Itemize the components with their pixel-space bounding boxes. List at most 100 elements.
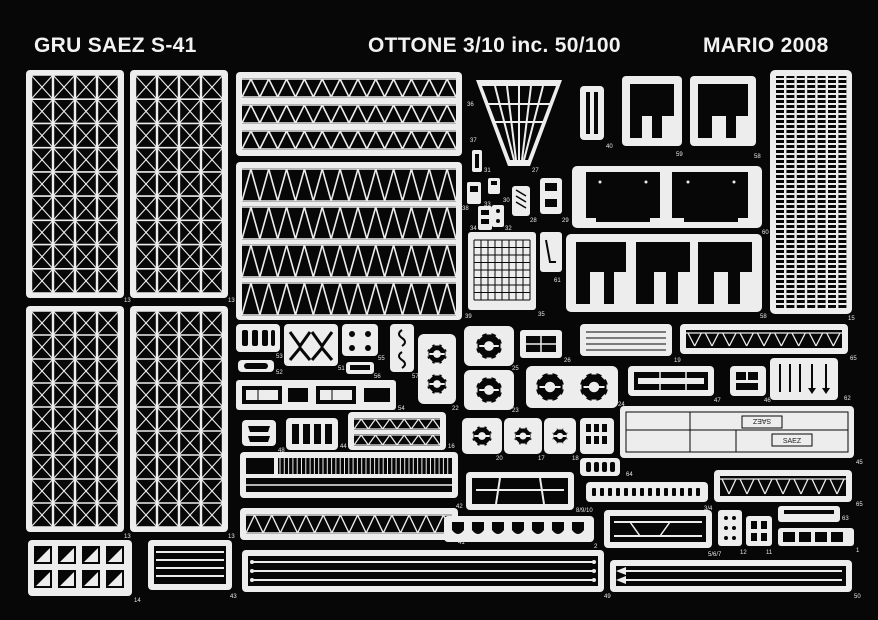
label-43: 43 (230, 594, 237, 600)
title-author: MARIO 2008 (703, 34, 829, 57)
small-gears-17-18-20 (462, 418, 576, 454)
parts-48-44-16 (242, 412, 446, 450)
label-36: 36 (467, 102, 474, 108)
label-61: 61 (554, 278, 561, 284)
strip-65-lower (714, 470, 852, 502)
long-frame-upper (240, 452, 458, 498)
label-65b: 65 (856, 502, 863, 508)
label-16: 16 (448, 444, 455, 450)
label-28: 28 (530, 218, 537, 224)
label-40: 40 (606, 144, 613, 150)
label-57: 57 (412, 374, 419, 380)
frame-54 (236, 380, 396, 410)
rods-43 (148, 540, 232, 590)
part-42 (466, 472, 574, 510)
lattice-panels-13 (26, 70, 228, 532)
label-15: 15 (848, 316, 855, 322)
label-24: 24 (618, 402, 625, 408)
part-number-labels: 13 13 13 13 36 27 40 59 58 15 37 31 30 3… (124, 102, 863, 604)
plate-45: SAEZ SAEZ (620, 406, 854, 458)
label-59: 59 (676, 152, 683, 158)
label-17: 17 (538, 456, 545, 462)
label-25: 25 (512, 366, 519, 372)
label-33: 33 (484, 202, 491, 208)
truss-strip-39 (236, 162, 462, 320)
label-19: 19 (674, 358, 681, 364)
label-54: 54 (398, 406, 405, 412)
label-60: 60 (762, 230, 769, 236)
etched-saez: SAEZ (783, 438, 802, 445)
label-55: 55 (378, 356, 385, 362)
label-47: 47 (714, 398, 721, 404)
parts-47-46-62 (628, 358, 838, 400)
label-52: 52 (276, 370, 283, 376)
label-58b: 58 (760, 314, 767, 320)
label-58a: 58 (754, 154, 761, 160)
title-kit-name: GRU SAEZ S-41 (34, 34, 197, 57)
label-48: 48 (278, 448, 285, 454)
hooks-8-9-10 (444, 516, 594, 542)
label-5-6-7: 5/6/7 (708, 552, 722, 558)
label-63: 63 (842, 516, 849, 522)
brackets-14 (28, 540, 132, 596)
part-40 (580, 86, 604, 140)
label-20: 20 (496, 456, 503, 462)
label-30: 30 (503, 198, 510, 204)
label-31: 31 (484, 168, 491, 174)
part-5-6-7 (604, 510, 712, 548)
label-39: 39 (465, 314, 472, 320)
parts-1-11-12-63 (718, 506, 854, 546)
label-35: 35 (538, 312, 545, 318)
label-13c: 13 (124, 534, 131, 540)
label-27: 27 (532, 168, 539, 174)
label-38: 38 (462, 206, 469, 212)
plate-60 (572, 166, 762, 228)
ladder-15 (770, 70, 852, 314)
label-49: 49 (604, 594, 611, 600)
fan-part-27 (476, 80, 562, 166)
etched-saez-mirrored: SAEZ (752, 417, 771, 424)
label-56: 56 (374, 374, 381, 380)
label-13b: 13 (228, 298, 235, 304)
label-29: 29 (562, 218, 569, 224)
brackets-59-58 (622, 76, 756, 146)
label-64: 64 (626, 472, 633, 478)
gear-parts (418, 326, 618, 410)
label-45: 45 (856, 460, 863, 466)
part-64 (580, 458, 620, 476)
title-material: OTTONE 3/10 inc. 50/100 (368, 34, 621, 57)
label-32: 32 (505, 226, 512, 232)
label-13d: 13 (228, 534, 235, 540)
label-41: 41 (458, 540, 465, 546)
label-22: 22 (452, 406, 459, 412)
part-19 (580, 324, 672, 356)
label-62: 62 (844, 396, 851, 402)
label-37: 37 (470, 138, 477, 144)
label-3-4: 3/4 (704, 506, 713, 512)
label-46: 46 (764, 398, 771, 404)
label-65a: 65 (850, 356, 857, 362)
truss-41 (240, 508, 458, 540)
label-42: 42 (456, 504, 463, 510)
label-34: 34 (470, 226, 477, 232)
label-11: 11 (766, 550, 773, 556)
label-51: 51 (338, 366, 345, 372)
small-parts-51-57 (236, 324, 414, 374)
rods-50 (610, 560, 852, 592)
label-12: 12 (740, 550, 747, 556)
small-parts-28-38 (467, 150, 562, 272)
label-18: 18 (572, 456, 579, 462)
label-14: 14 (134, 598, 141, 604)
brackets-58-lower (566, 234, 762, 312)
label-26: 26 (564, 358, 571, 364)
label-50: 50 (854, 594, 861, 600)
truss-strip-36 (236, 72, 462, 156)
label-1: 1 (856, 548, 860, 554)
label-23: 23 (512, 408, 519, 414)
label-44: 44 (340, 444, 347, 450)
part-3-4 (586, 482, 708, 502)
label-8-9-10: 8/9/10 (576, 508, 593, 514)
part-small-grid (580, 418, 614, 454)
